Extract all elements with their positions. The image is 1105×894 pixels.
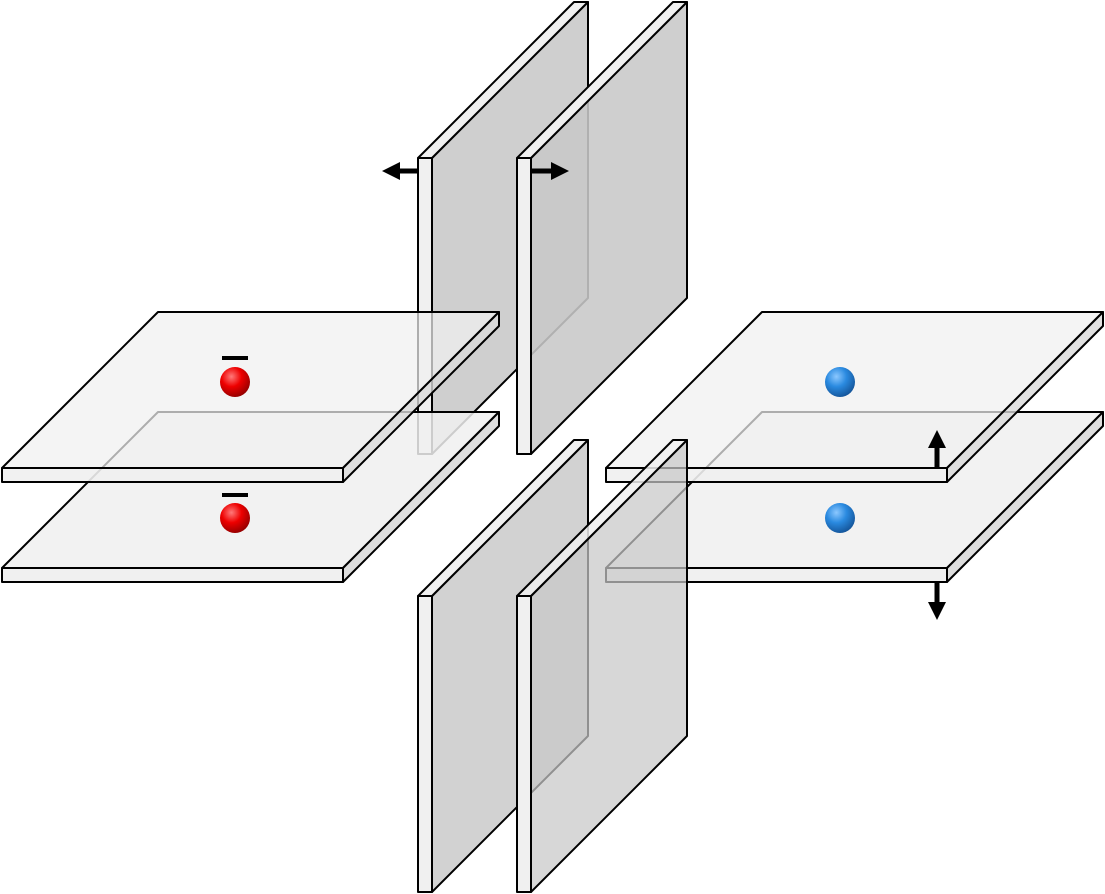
blue-sphere-icon (825, 367, 855, 397)
lower-vertical-plate-right (516, 439, 688, 893)
right-top-plate (605, 311, 1104, 483)
arrow-up-icon (928, 430, 946, 468)
negative-charge-top (220, 356, 250, 397)
minus-sign-icon (222, 493, 248, 497)
blue-sphere-icon (825, 503, 855, 533)
arrow-left-icon (382, 162, 418, 180)
arrow-right-icon (531, 162, 569, 180)
red-sphere-icon (220, 503, 250, 533)
lower-vertical-plate-left (417, 439, 589, 893)
minus-sign-icon (222, 356, 248, 360)
red-sphere-icon (220, 367, 250, 397)
upper-vertical-plate-right (516, 1, 688, 455)
left-top-plate (1, 311, 500, 483)
negative-charge-bottom (220, 493, 250, 533)
arrow-down-icon (928, 582, 946, 620)
